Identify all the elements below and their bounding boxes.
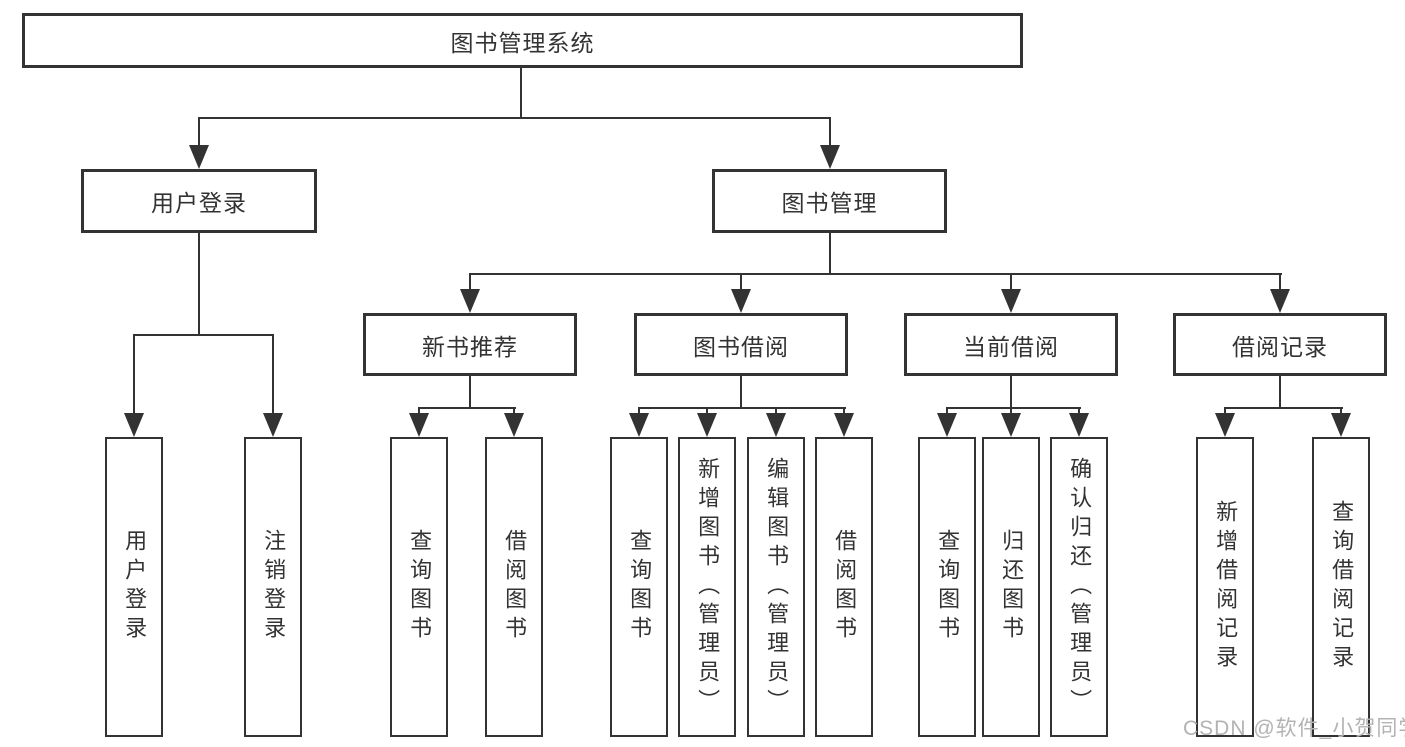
arrow-down-icon — [629, 413, 649, 437]
leaf-label: 编辑图书（管理员） — [764, 456, 790, 718]
arrow-down-icon — [1331, 413, 1351, 437]
connector-line — [740, 273, 742, 291]
connector-line — [1224, 407, 1343, 409]
node-book-borrowing: 图书借阅 — [634, 313, 848, 376]
connector-line — [418, 407, 516, 409]
connector-line — [469, 376, 471, 409]
arrow-down-icon — [504, 413, 524, 437]
leaf-borrow-books-borrowing: 借阅图书 — [815, 437, 873, 737]
leaf-user-login: 用户登录 — [105, 437, 163, 737]
leaf-add-borrow-record: 新增借阅记录 — [1196, 437, 1254, 737]
connector-line — [133, 334, 274, 336]
node-library-system-root: 图书管理系统 — [22, 13, 1023, 68]
connector-line — [946, 407, 948, 417]
arrow-down-icon — [409, 413, 429, 437]
leaf-confirm-return-admin: 确认归还（管理员） — [1050, 437, 1108, 737]
arrow-down-icon — [189, 145, 209, 169]
node-label: 当前借阅 — [963, 333, 1059, 360]
node-label: 图书借阅 — [693, 333, 789, 360]
leaf-label: 用户登录 — [122, 529, 148, 645]
connector-line — [469, 273, 1282, 275]
connector-line — [469, 273, 471, 291]
arrow-down-icon — [731, 289, 751, 313]
connector-line — [520, 68, 522, 118]
leaf-label: 新增借阅记录 — [1213, 500, 1239, 674]
node-label: 新书推荐 — [422, 333, 518, 360]
leaf-label: 借阅图书 — [502, 529, 528, 645]
arrow-down-icon — [937, 413, 957, 437]
connector-line — [198, 233, 200, 336]
connector-line — [1010, 273, 1012, 291]
leaf-edit-books-admin: 编辑图书（管理员） — [747, 437, 805, 737]
leaf-label: 注销登录 — [261, 529, 287, 645]
leaf-label: 借阅图书 — [832, 529, 858, 645]
arrow-down-icon — [766, 413, 786, 437]
arrow-down-icon — [1069, 413, 1089, 437]
connector-line — [638, 407, 846, 409]
node-borrowing-records: 借阅记录 — [1173, 313, 1387, 376]
arrow-down-icon — [460, 289, 480, 313]
leaf-borrow-books-recommend: 借阅图书 — [485, 437, 543, 737]
connector-line — [272, 334, 274, 414]
connector-line — [418, 407, 420, 417]
connector-line — [1224, 407, 1226, 417]
connector-line — [1010, 407, 1012, 417]
arrow-down-icon — [1215, 413, 1235, 437]
connector-line — [638, 407, 640, 417]
arrow-down-icon — [1001, 289, 1021, 313]
leaf-label: 查询图书 — [407, 529, 433, 645]
connector-line — [1010, 376, 1012, 409]
connector-line — [1340, 407, 1342, 417]
connector-line — [775, 407, 777, 417]
node-label: 用户登录 — [151, 190, 247, 216]
node-current-borrowing: 当前借阅 — [904, 313, 1118, 376]
leaf-label: 新增图书（管理员） — [695, 456, 721, 718]
node-book-management: 图书管理 — [712, 169, 947, 233]
connector-line — [706, 407, 708, 417]
arrow-down-icon — [263, 413, 283, 437]
arrow-down-icon — [1001, 413, 1021, 437]
arrow-down-icon — [820, 145, 840, 169]
leaf-logout: 注销登录 — [244, 437, 302, 737]
connector-line — [946, 407, 1081, 409]
leaf-label: 归还图书 — [999, 529, 1025, 645]
node-user-login: 用户登录 — [81, 169, 317, 233]
leaf-label: 查询图书 — [935, 529, 961, 645]
leaf-query-books-borrowing: 查询图书 — [610, 437, 668, 737]
leaf-label: 查询图书 — [627, 529, 653, 645]
connector-line — [198, 117, 200, 147]
arrow-down-icon — [834, 413, 854, 437]
connector-line — [829, 233, 831, 275]
connector-line — [1279, 376, 1281, 409]
connector-line — [843, 407, 845, 417]
connector-line — [198, 117, 831, 119]
connector-line — [740, 376, 742, 409]
leaf-query-borrow-record: 查询借阅记录 — [1312, 437, 1370, 737]
node-label: 图书管理 — [781, 190, 878, 216]
connector-line — [1078, 407, 1080, 417]
connector-line — [1279, 273, 1281, 291]
node-new-book-recommendation: 新书推荐 — [363, 313, 577, 376]
leaf-query-books-recommend: 查询图书 — [390, 437, 448, 737]
connector-line — [133, 334, 135, 414]
leaf-label: 确认归还（管理员） — [1067, 456, 1093, 718]
leaf-query-books-current: 查询图书 — [918, 437, 976, 737]
csdn-watermark: CSDN @软件_小贺同学 — [1183, 717, 1405, 740]
connector-line — [829, 117, 831, 147]
connector-line — [513, 407, 515, 417]
node-label: 借阅记录 — [1232, 333, 1328, 360]
leaf-return-books: 归还图书 — [982, 437, 1040, 737]
node-label: 图书管理系统 — [450, 29, 595, 56]
leaf-label: 查询借阅记录 — [1329, 500, 1355, 674]
leaf-add-books-admin: 新增图书（管理员） — [678, 437, 736, 737]
arrow-down-icon — [697, 413, 717, 437]
arrow-down-icon — [1270, 289, 1290, 313]
arrow-down-icon — [124, 413, 144, 437]
